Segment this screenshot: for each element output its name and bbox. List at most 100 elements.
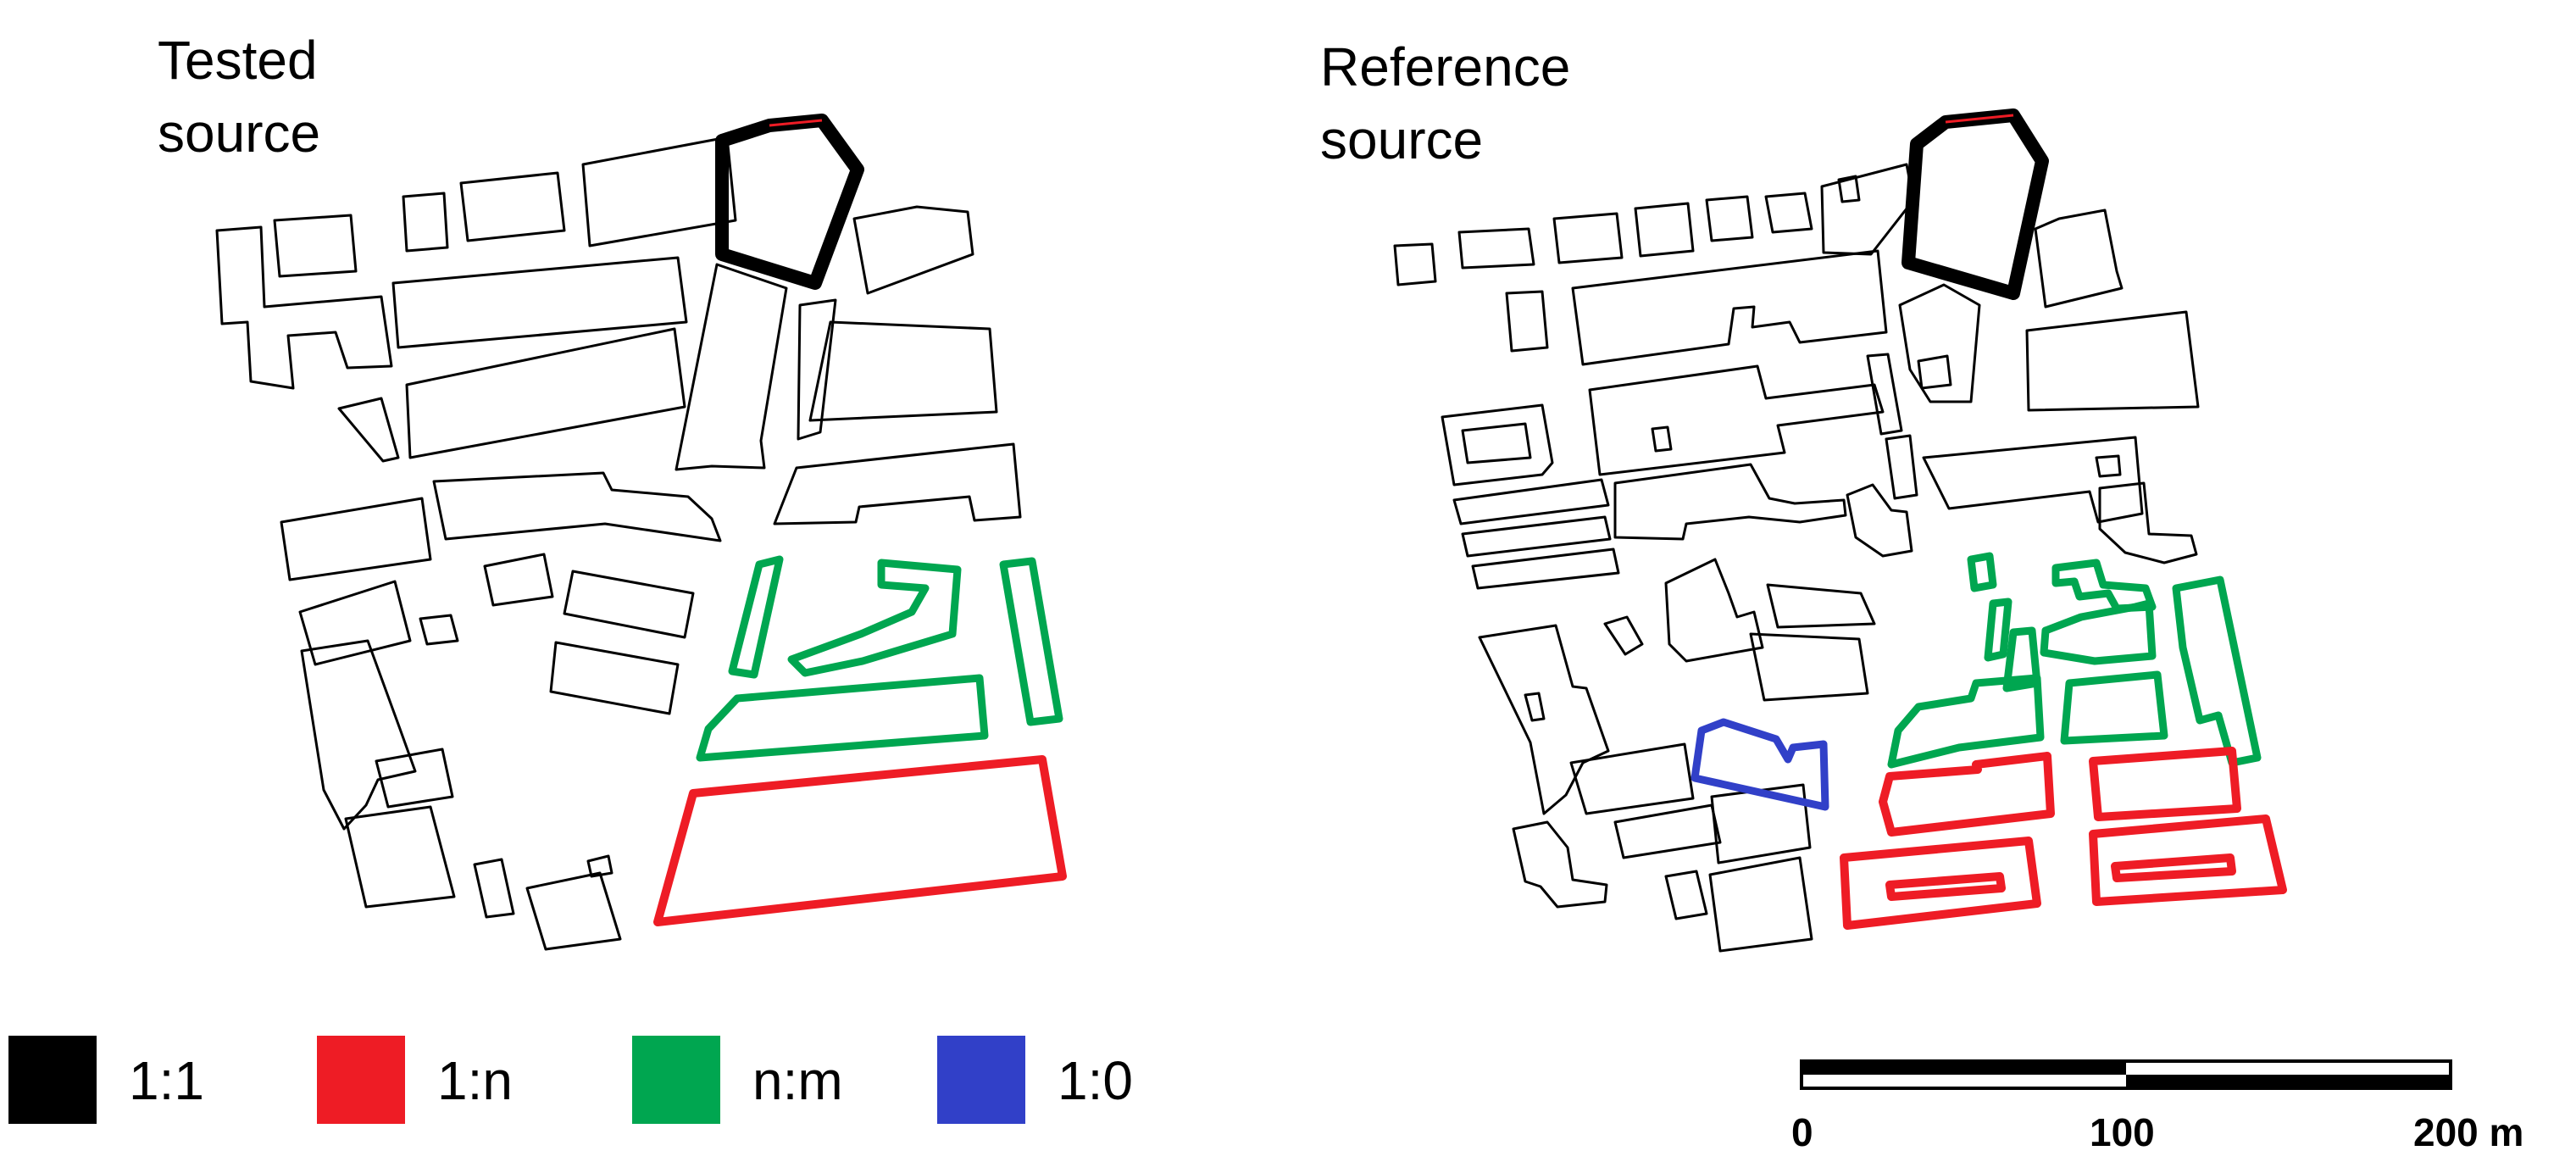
building bbox=[1764, 192, 1813, 234]
building bbox=[1634, 202, 1695, 258]
scale-bar-segment bbox=[1802, 1061, 2126, 1075]
legend-swatch bbox=[8, 1036, 97, 1124]
building-1-1-outline bbox=[1945, 114, 2014, 124]
building bbox=[375, 748, 454, 809]
building-n-m bbox=[696, 674, 989, 762]
building bbox=[581, 136, 737, 247]
building bbox=[1766, 583, 1876, 629]
building bbox=[402, 192, 449, 253]
building bbox=[273, 214, 358, 278]
building-1-n bbox=[2089, 747, 2241, 821]
building-n-m bbox=[2040, 599, 2157, 665]
building-1-1-outline bbox=[769, 119, 823, 127]
unmatched-buildings bbox=[1393, 163, 2200, 953]
building-n-m bbox=[2060, 670, 2168, 745]
building bbox=[2095, 454, 2122, 478]
building-n-m bbox=[2051, 559, 2157, 613]
matched-n-m-buildings bbox=[696, 555, 1063, 762]
building bbox=[1705, 195, 1754, 242]
building bbox=[391, 256, 688, 349]
building bbox=[1664, 870, 1708, 920]
building bbox=[1708, 856, 1813, 953]
building bbox=[1885, 434, 1918, 500]
legend-label: 1:0 bbox=[1058, 1050, 1133, 1111]
scale-label-0: 0 bbox=[1791, 1110, 1813, 1154]
legend-label: 1:1 bbox=[129, 1050, 204, 1111]
building bbox=[300, 639, 417, 831]
matched-1-0-buildings bbox=[1690, 718, 1829, 811]
scale-bar-graphic bbox=[1800, 1059, 2452, 1090]
building-n-m bbox=[1887, 674, 2045, 769]
tested-source-title: Tested source bbox=[158, 24, 320, 170]
building bbox=[344, 805, 456, 909]
legend-label: 1:n bbox=[437, 1050, 513, 1111]
reference-source-title: Reference source bbox=[1320, 31, 1570, 176]
building-n-m bbox=[2172, 575, 2262, 767]
building-1-1 bbox=[715, 114, 864, 290]
building bbox=[1664, 558, 1764, 663]
building bbox=[1457, 227, 1535, 270]
scale-label-100: 100 bbox=[2090, 1110, 2155, 1154]
building bbox=[563, 570, 695, 639]
building bbox=[280, 497, 432, 581]
building-1-n bbox=[653, 755, 1067, 926]
building bbox=[1569, 742, 1695, 815]
building bbox=[797, 298, 837, 441]
building bbox=[1820, 163, 1915, 256]
building bbox=[1478, 624, 1610, 815]
building bbox=[586, 854, 613, 878]
scale-label-200: 200 m bbox=[2413, 1110, 2524, 1154]
building bbox=[808, 320, 998, 422]
building-n-m bbox=[728, 555, 784, 679]
building bbox=[405, 327, 686, 459]
tested-source-map bbox=[215, 114, 1067, 951]
building bbox=[432, 471, 722, 542]
building bbox=[2098, 481, 2198, 564]
building bbox=[1512, 820, 1608, 909]
building-1-n bbox=[1879, 752, 2055, 837]
building bbox=[525, 871, 622, 951]
building bbox=[852, 205, 974, 295]
building-n-m bbox=[1984, 598, 2012, 662]
building bbox=[1461, 515, 1612, 558]
building bbox=[419, 614, 459, 646]
legend-swatch bbox=[317, 1036, 405, 1124]
building bbox=[337, 397, 400, 463]
building-1-n bbox=[1840, 837, 2041, 930]
building bbox=[1613, 803, 1722, 859]
building bbox=[298, 580, 412, 666]
legend-label: n:m bbox=[752, 1050, 843, 1111]
matched-1-n-buildings bbox=[1840, 747, 2287, 930]
building-n-m bbox=[999, 557, 1063, 726]
matched-n-m-buildings bbox=[1887, 552, 2262, 769]
building bbox=[2025, 310, 2200, 412]
matched-1-n-buildings bbox=[653, 755, 1067, 926]
title-line: Reference bbox=[1320, 36, 1571, 97]
matched-1-1-buildings bbox=[715, 114, 864, 290]
title-line: source bbox=[1320, 109, 1484, 170]
building bbox=[1471, 548, 1620, 590]
scale-bar-segment bbox=[2126, 1075, 2451, 1088]
building bbox=[1441, 403, 1554, 486]
building bbox=[1588, 364, 1885, 476]
building-1-0 bbox=[1690, 718, 1829, 811]
building bbox=[215, 225, 393, 390]
building bbox=[675, 263, 788, 471]
building bbox=[1749, 632, 1869, 702]
building bbox=[1552, 212, 1624, 264]
building bbox=[1393, 242, 1437, 286]
building-n-m bbox=[787, 559, 962, 677]
building bbox=[1866, 353, 1903, 436]
building bbox=[1505, 290, 1549, 353]
building-n-m bbox=[1967, 552, 1997, 592]
building bbox=[1898, 283, 1981, 403]
building bbox=[483, 553, 554, 607]
unmatched-buildings bbox=[215, 136, 1022, 951]
building-1-1 bbox=[1901, 108, 2049, 300]
building bbox=[773, 442, 1022, 525]
building bbox=[2034, 208, 2124, 309]
building-1-n bbox=[2089, 814, 2287, 906]
building bbox=[1710, 783, 1812, 864]
building bbox=[459, 171, 566, 242]
